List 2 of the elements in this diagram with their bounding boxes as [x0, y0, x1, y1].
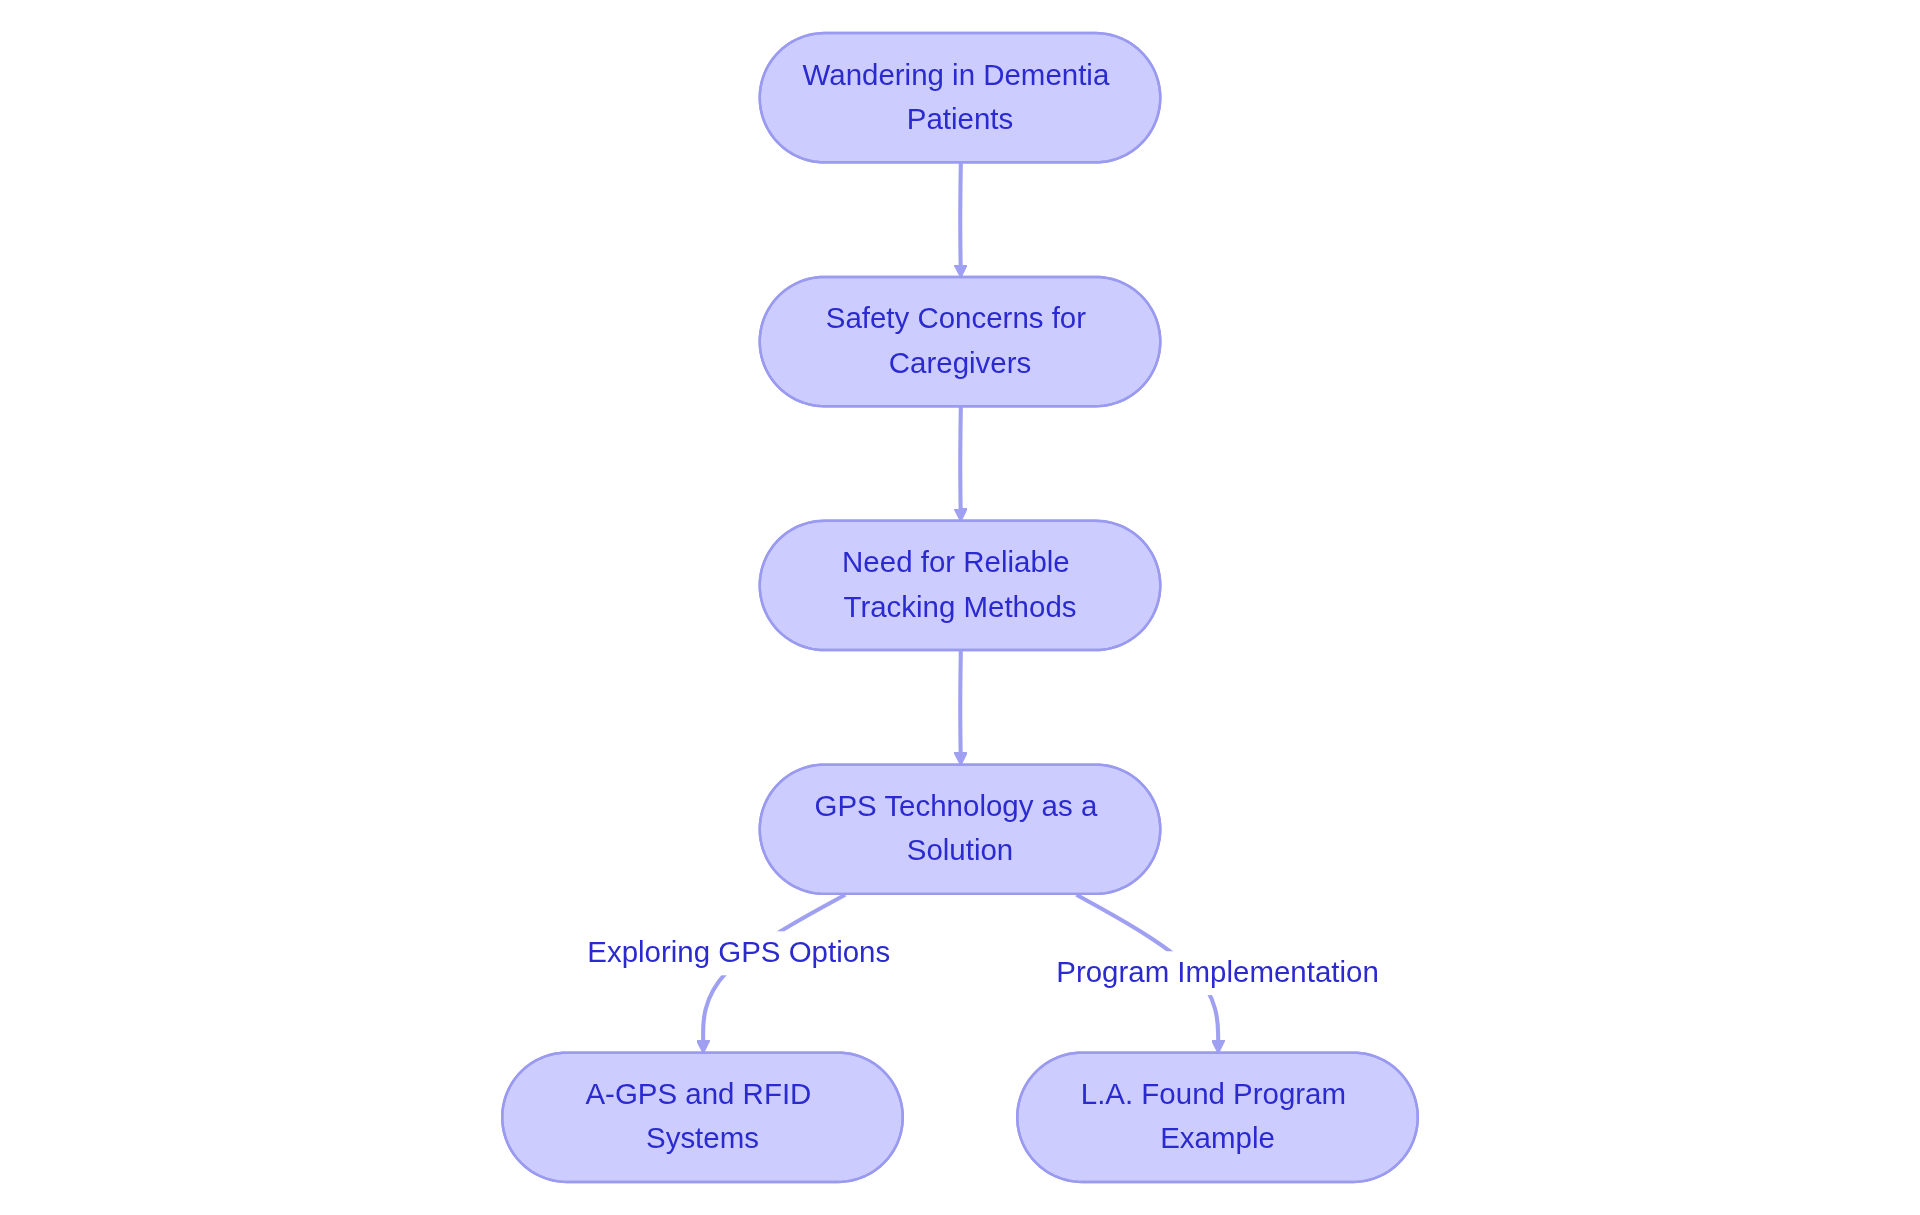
- edge-label: Program Implementation: [1056, 956, 1379, 989]
- edge-label: Exploring GPS Options: [587, 936, 891, 969]
